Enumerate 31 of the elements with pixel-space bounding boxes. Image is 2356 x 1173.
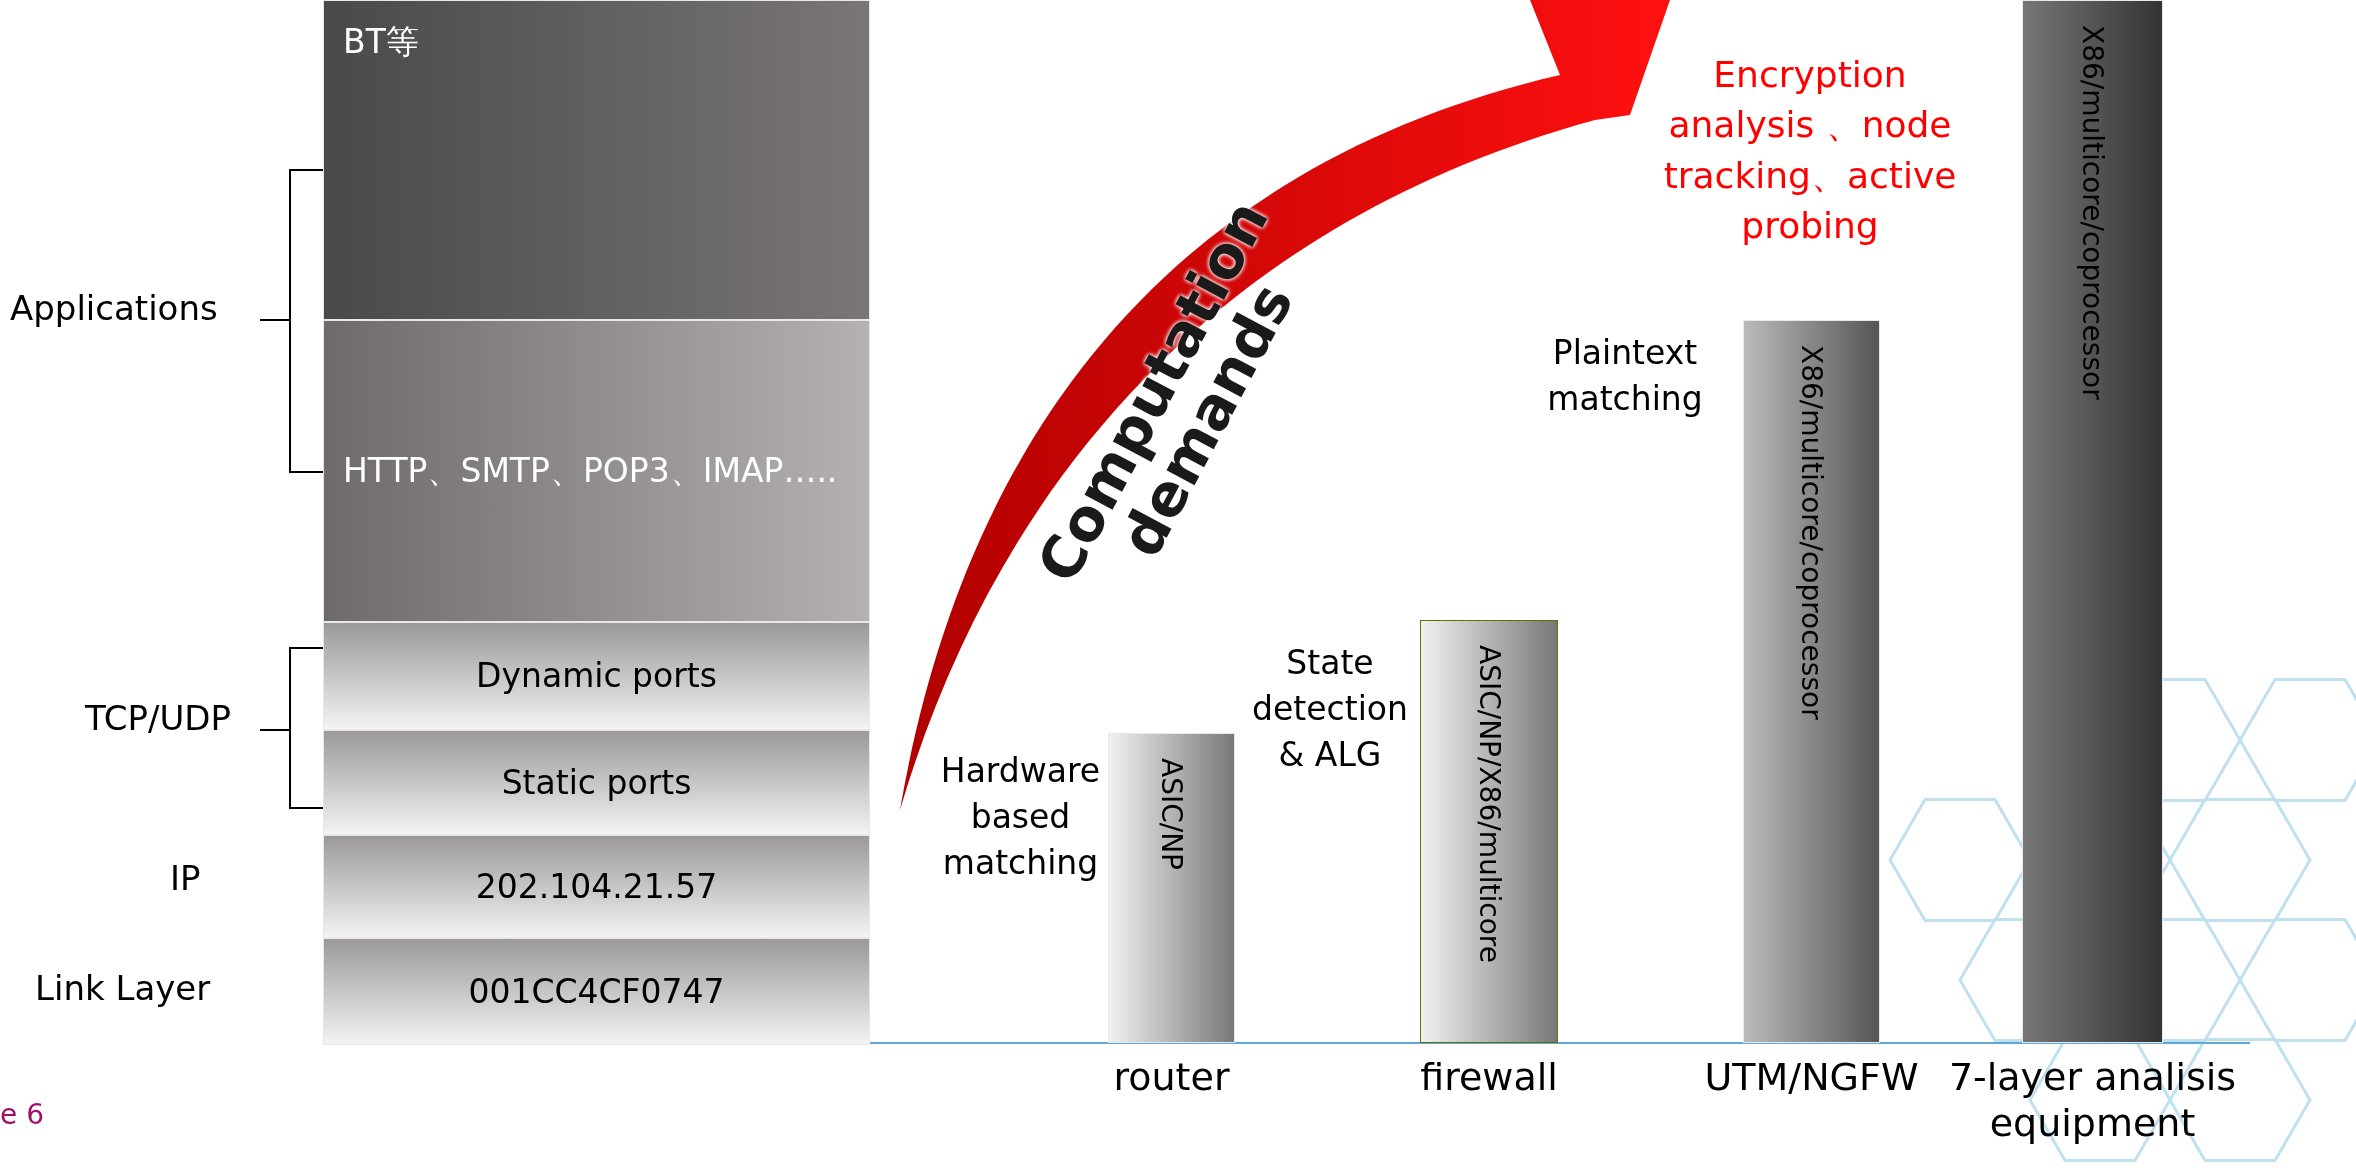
page-number: e 6 bbox=[0, 1097, 45, 1133]
stack-layer-box bbox=[323, 730, 870, 835]
device-bar bbox=[2022, 0, 2163, 1043]
bar-label: ASIC/NP/X86/multicore bbox=[1472, 645, 1506, 963]
device-bar bbox=[1420, 620, 1558, 1043]
bar-label: X86/multicore/coprocessor bbox=[2076, 25, 2109, 400]
layer-name: TCP/UDP bbox=[85, 697, 233, 740]
bar-label: ASIC/NP bbox=[1155, 758, 1188, 870]
device-name: 7-layer analisis equipment bbox=[1947, 1055, 2238, 1147]
annotation-text: State detection & ALG bbox=[1251, 642, 1409, 777]
device-name: firewall bbox=[1419, 1055, 1559, 1101]
layer-label: 001CC4CF0747 bbox=[468, 970, 725, 1013]
stack-layer-box bbox=[323, 938, 870, 1045]
layer-label: Static ports bbox=[501, 761, 692, 804]
bar-label: X86/multicore/coprocessor bbox=[1795, 345, 1828, 720]
annotation-text: Plaintext matching bbox=[1546, 332, 1704, 421]
layer-label: 202.104.21.57 bbox=[475, 865, 718, 908]
layer-label: HTTP、SMTP、POP3、IMAP….. bbox=[343, 450, 838, 493]
layer-label: Dynamic ports bbox=[476, 655, 717, 698]
device-bar bbox=[1743, 320, 1880, 1043]
annotation-text: Hardware based matching bbox=[939, 750, 1102, 885]
layer-name: Applications bbox=[10, 287, 219, 330]
stack-layer-box bbox=[323, 0, 870, 320]
device-bar bbox=[1108, 733, 1235, 1043]
annotation-text: Encryption analysis 、node tracking、active probing bbox=[1662, 53, 1958, 249]
stack-layer-box bbox=[323, 835, 870, 938]
layer-name: IP bbox=[170, 857, 202, 900]
layer-name: Link Layer bbox=[35, 967, 212, 1010]
layer-label: BT等 bbox=[343, 21, 419, 63]
stack-layer-box bbox=[323, 622, 870, 730]
device-name: router bbox=[1112, 1055, 1231, 1101]
